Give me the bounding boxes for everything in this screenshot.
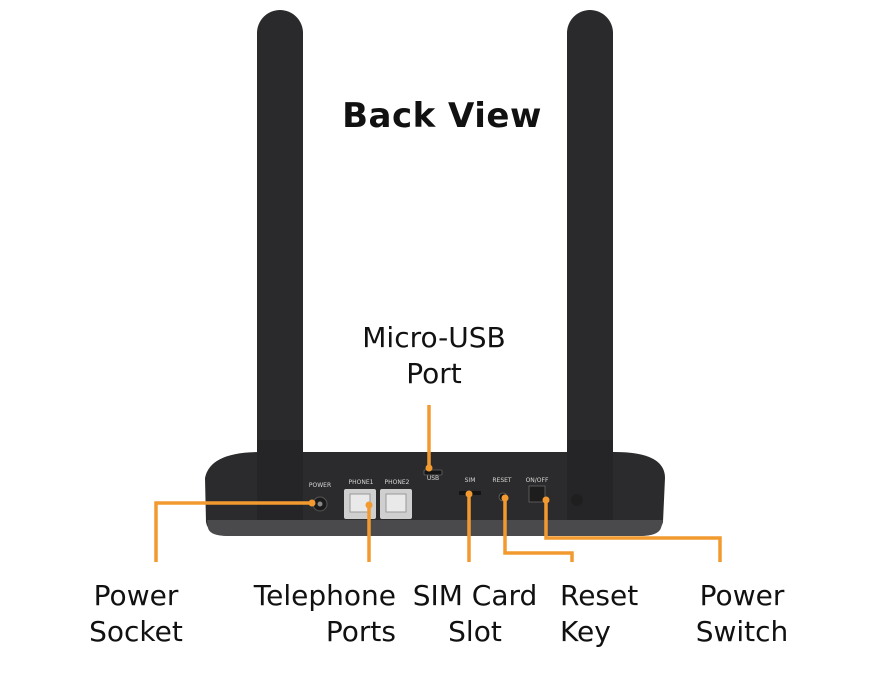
leader-reset	[503, 498, 574, 562]
label-power-socket-line1: Power	[93, 579, 179, 612]
right-antenna-base	[567, 440, 613, 520]
label-reset-line1: Reset	[560, 579, 639, 612]
label-power-switch: Power Switch	[682, 578, 802, 650]
router-bottom-band	[207, 520, 663, 536]
phone2-marking: PHONE2	[385, 479, 410, 486]
left-antenna	[257, 10, 303, 502]
label-power-socket: Power Socket	[76, 578, 196, 650]
power-switch	[528, 485, 546, 503]
label-micro-usb-line1: Micro-USB	[362, 321, 506, 354]
onoff-marking: ON/OFF	[526, 477, 549, 484]
leader-lines	[154, 405, 722, 562]
label-reset-key: Reset Key	[560, 578, 650, 650]
label-power-switch-line2: Switch	[695, 615, 789, 648]
usb-marking: USB	[427, 475, 439, 482]
label-telephone-line1: Telephone	[253, 579, 396, 612]
label-sim-line2: Slot	[448, 615, 502, 648]
router-body	[205, 452, 665, 536]
right-antenna	[567, 10, 613, 502]
page-title: Back View	[342, 96, 542, 136]
label-sim-line1: SIM Card	[412, 579, 538, 612]
usb-port	[423, 469, 443, 476]
label-power-socket-line2: Socket	[89, 615, 183, 648]
label-power-switch-line1: Power	[699, 579, 785, 612]
label-telephone-ports: Telephone Ports	[236, 578, 396, 650]
reset-marking: RESET	[492, 477, 512, 484]
leader-dots	[308, 464, 550, 509]
sim-marking: SIM	[465, 477, 476, 484]
label-reset-line2: Key	[560, 615, 611, 648]
power-marking: POWER	[309, 482, 331, 489]
label-micro-usb-port: Micro-USB Port	[334, 320, 534, 392]
left-antenna-base	[257, 440, 303, 520]
side-button	[571, 494, 583, 506]
leader-power-socket	[154, 501, 312, 562]
label-micro-usb-line2: Port	[406, 357, 462, 390]
phone1-marking: PHONE1	[349, 479, 374, 486]
label-telephone-line2: Ports	[325, 615, 396, 648]
leader-switch	[544, 500, 722, 562]
label-sim-card-slot: SIM Card Slot	[405, 578, 545, 650]
